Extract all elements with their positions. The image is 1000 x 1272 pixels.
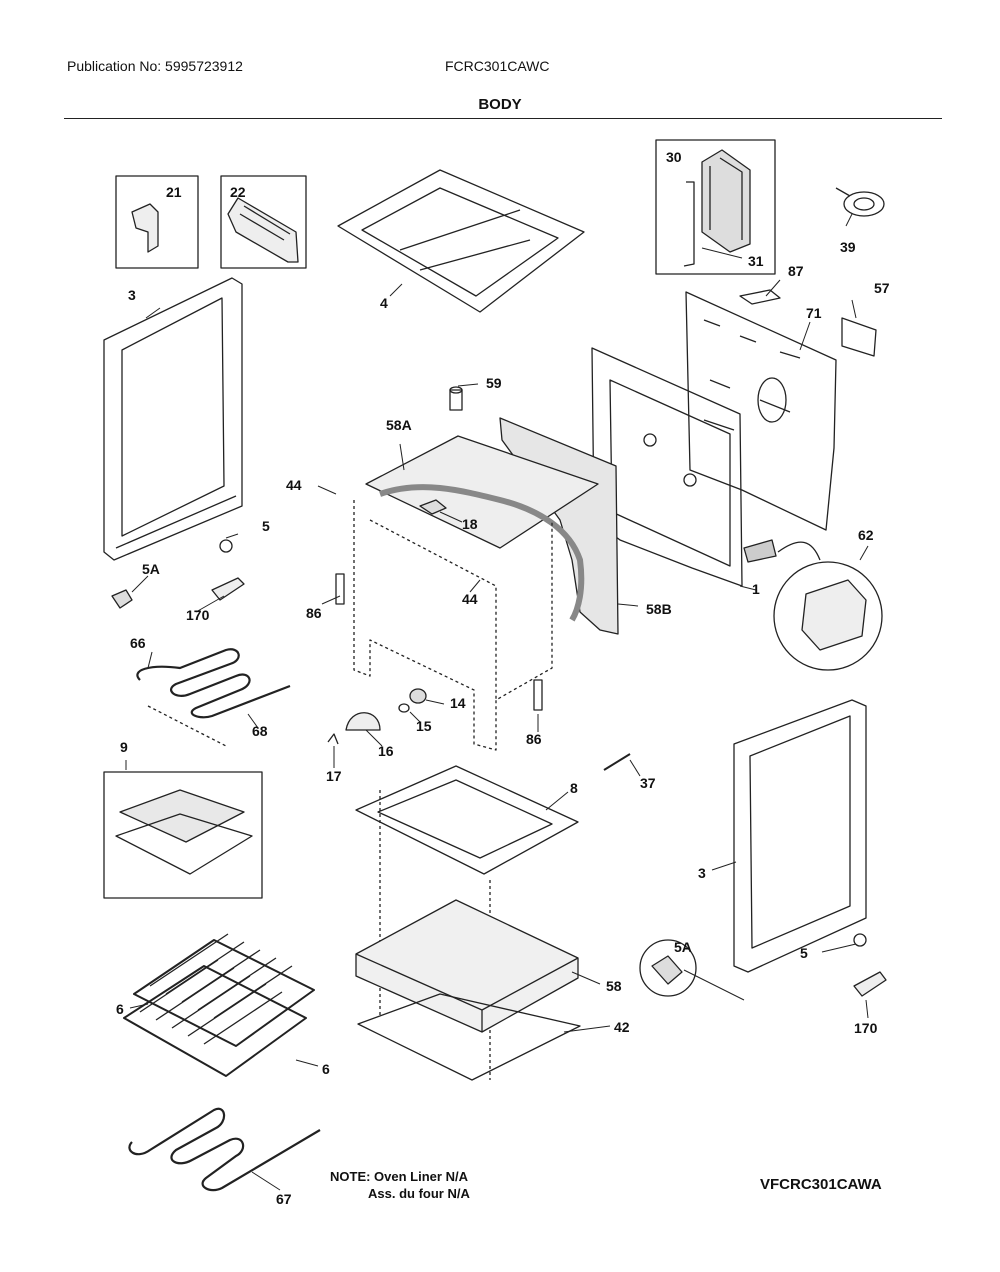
part-86-left	[335, 573, 345, 605]
callout-87: 87	[788, 263, 804, 279]
callout-86-left: 86	[306, 605, 322, 621]
part-15	[398, 703, 410, 713]
part-66-broil-element	[136, 648, 291, 747]
callout-42: 42	[614, 1019, 630, 1035]
callout-1: 1	[752, 581, 760, 597]
part-5A-right-detail	[639, 939, 697, 997]
callout-6-lower: 6	[322, 1061, 330, 1077]
part-3-left-door	[103, 277, 243, 561]
callout-58: 58	[606, 978, 622, 994]
callout-57: 57	[874, 280, 890, 296]
part-37	[603, 753, 631, 771]
part-22-box	[220, 175, 307, 269]
callout-17: 17	[326, 768, 342, 784]
callout-3-left: 3	[128, 287, 136, 303]
leader-lines	[125, 213, 869, 1191]
callout-5-right: 5	[800, 945, 808, 961]
callout-labels: 21 22 3 4 30 31 39 87 57 71 59 58A 44 18…	[116, 149, 890, 1207]
callout-44-upper: 44	[286, 477, 302, 493]
section-title: BODY	[478, 96, 522, 113]
callout-39: 39	[840, 239, 856, 255]
publication-number: Publication No: 5995723912	[67, 58, 243, 74]
callout-71: 71	[806, 305, 822, 321]
callout-86-right: 86	[526, 731, 542, 747]
callout-8: 8	[570, 780, 578, 796]
callout-6-upper: 6	[116, 1001, 124, 1017]
callout-9: 9	[120, 739, 128, 755]
note: NOTE: Oven Liner N/A Ass. du four N/A	[330, 1168, 470, 1202]
part-87	[739, 289, 781, 305]
part-5A-left	[111, 589, 133, 609]
callout-4: 4	[380, 295, 388, 311]
callout-15: 15	[416, 718, 432, 734]
part-4-top-panel	[337, 169, 585, 313]
callout-5A-right: 5A	[674, 939, 692, 955]
callout-3-right: 3	[698, 865, 706, 881]
part-21-box	[115, 175, 199, 269]
callout-170-left: 170	[186, 607, 210, 623]
callout-30: 30	[666, 149, 682, 165]
callout-18: 18	[462, 516, 478, 532]
part-86-right	[533, 679, 543, 711]
callout-58B: 58B	[646, 601, 672, 617]
part-62-detail	[743, 539, 883, 671]
part-17	[327, 733, 339, 745]
callout-44-lower: 44	[462, 591, 478, 607]
callout-59: 59	[486, 375, 502, 391]
part-58A-oven-liner	[353, 435, 599, 751]
part-6-rack-upper	[133, 933, 315, 1047]
note-line-2: Ass. du four N/A	[368, 1186, 470, 1201]
diagram-id: VFCRC301CAWA	[760, 1176, 882, 1193]
part-18	[419, 499, 447, 515]
callout-5A-left: 5A	[142, 561, 160, 577]
callout-67: 67	[276, 1191, 292, 1207]
callout-170-right: 170	[854, 1020, 878, 1036]
model-number: FCRC301CAWC	[445, 58, 550, 74]
callout-66: 66	[130, 635, 146, 651]
part-3-right-door	[733, 699, 867, 973]
callout-37: 37	[640, 775, 656, 791]
part-16-light-lens	[345, 712, 381, 731]
callout-62: 62	[858, 527, 874, 543]
part-71-rear-panel	[685, 291, 837, 531]
callout-14: 14	[450, 695, 466, 711]
part-6-rack-lower	[123, 959, 307, 1077]
part-59	[449, 386, 463, 411]
callout-31: 31	[748, 253, 764, 269]
note-line-1: NOTE: Oven Liner N/A	[330, 1169, 468, 1184]
part-39-knob	[835, 187, 885, 217]
part-30-31-box	[655, 139, 776, 275]
callout-5-left: 5	[262, 518, 270, 534]
part-9-broil-pan	[103, 771, 263, 899]
part-170-right	[853, 971, 887, 997]
callout-58A: 58A	[386, 417, 412, 433]
part-5-left	[219, 539, 233, 553]
part-57	[841, 317, 877, 357]
callout-22: 22	[230, 184, 246, 200]
part-58-insulation	[355, 899, 579, 1033]
part-14	[409, 688, 427, 704]
callout-68: 68	[252, 723, 268, 739]
part-67-bake-element	[128, 1107, 321, 1192]
callout-21: 21	[166, 184, 182, 200]
part-42-bottom	[357, 993, 581, 1081]
callout-16: 16	[378, 743, 394, 759]
part-5-right	[853, 933, 867, 947]
part-170-left	[211, 577, 245, 601]
header-rule	[64, 118, 942, 119]
